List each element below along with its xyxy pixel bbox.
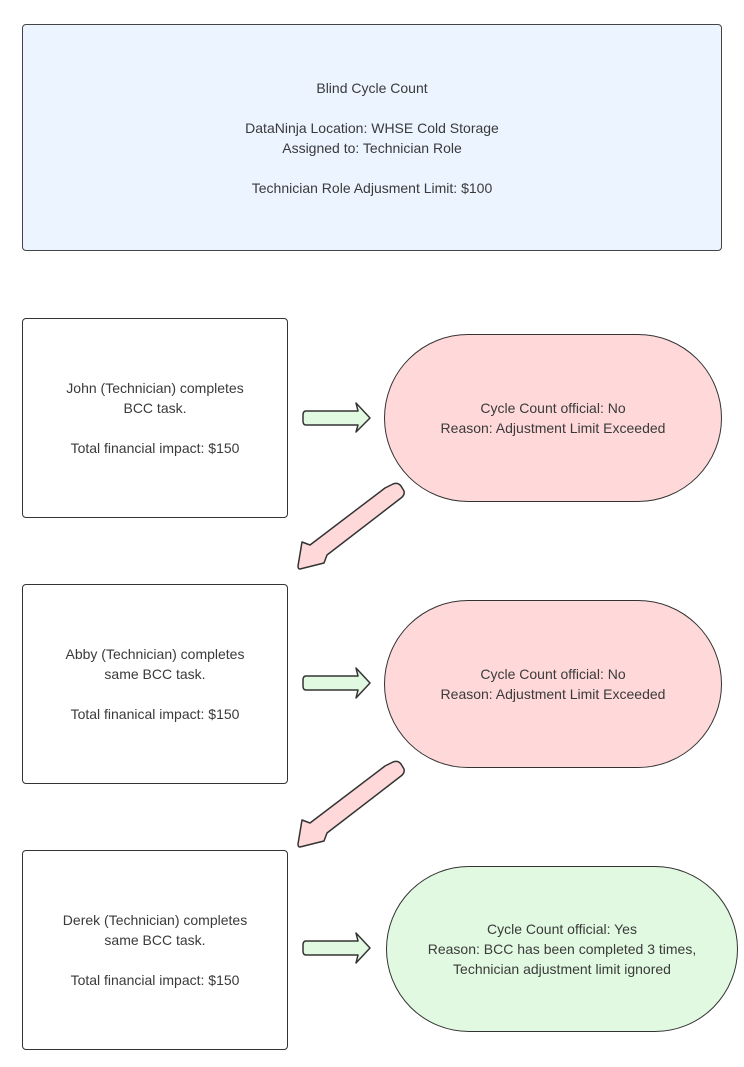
diagonal-arrow-icon xyxy=(297,482,405,570)
task-line: same BCC task. xyxy=(104,932,206,948)
result-reason: Reason: BCC has been completed 3 times, xyxy=(427,941,697,957)
result-official: Cycle Count official: Yes xyxy=(487,921,637,937)
diagonal-arrow-icon xyxy=(297,760,405,848)
right-arrow-icon xyxy=(302,667,371,699)
task-box-derek: Derek (Technician) completes same BCC ta… xyxy=(22,850,288,1050)
task-line: John (Technician) completes xyxy=(66,380,244,396)
task-line: BCC task. xyxy=(123,400,187,416)
header-assigned: Assigned to: Technician Role xyxy=(282,139,462,156)
task-box-john: John (Technician) completes BCC task. To… xyxy=(22,318,288,518)
result-pill-abby: Cycle Count official: No Reason: Adjustm… xyxy=(384,600,722,768)
task-box-abby: Abby (Technician) completes same BCC tas… xyxy=(22,584,288,784)
result-reason-cont: Technician adjustment limit ignored xyxy=(453,961,671,977)
result-pill-john: Cycle Count official: No Reason: Adjustm… xyxy=(384,334,722,502)
result-official: Cycle Count official: No xyxy=(480,666,626,682)
header-limit: Technician Role Adjusment Limit: $100 xyxy=(251,179,493,196)
header-location: DataNinja Location: WHSE Cold Storage xyxy=(245,119,499,136)
result-reason: Reason: Adjustment Limit Exceeded xyxy=(440,420,666,436)
right-arrow-icon xyxy=(302,402,371,433)
result-pill-derek: Cycle Count official: Yes Reason: BCC ha… xyxy=(386,866,738,1032)
impact-text: Total financial impact: $150 xyxy=(70,972,240,988)
task-line: Abby (Technician) completes xyxy=(65,646,245,662)
task-line: same BCC task. xyxy=(104,666,206,682)
impact-text: Total finanical impact: $150 xyxy=(70,706,240,722)
result-official: Cycle Count official: No xyxy=(480,400,626,416)
impact-text: Total financial impact: $150 xyxy=(70,440,240,456)
header-box: Blind Cycle Count DataNinja Location: WH… xyxy=(22,24,722,251)
right-arrow-icon xyxy=(302,932,371,964)
task-line: Derek (Technician) completes xyxy=(62,912,248,928)
header-title: Blind Cycle Count xyxy=(316,79,428,96)
result-reason: Reason: Adjustment Limit Exceeded xyxy=(440,686,666,702)
